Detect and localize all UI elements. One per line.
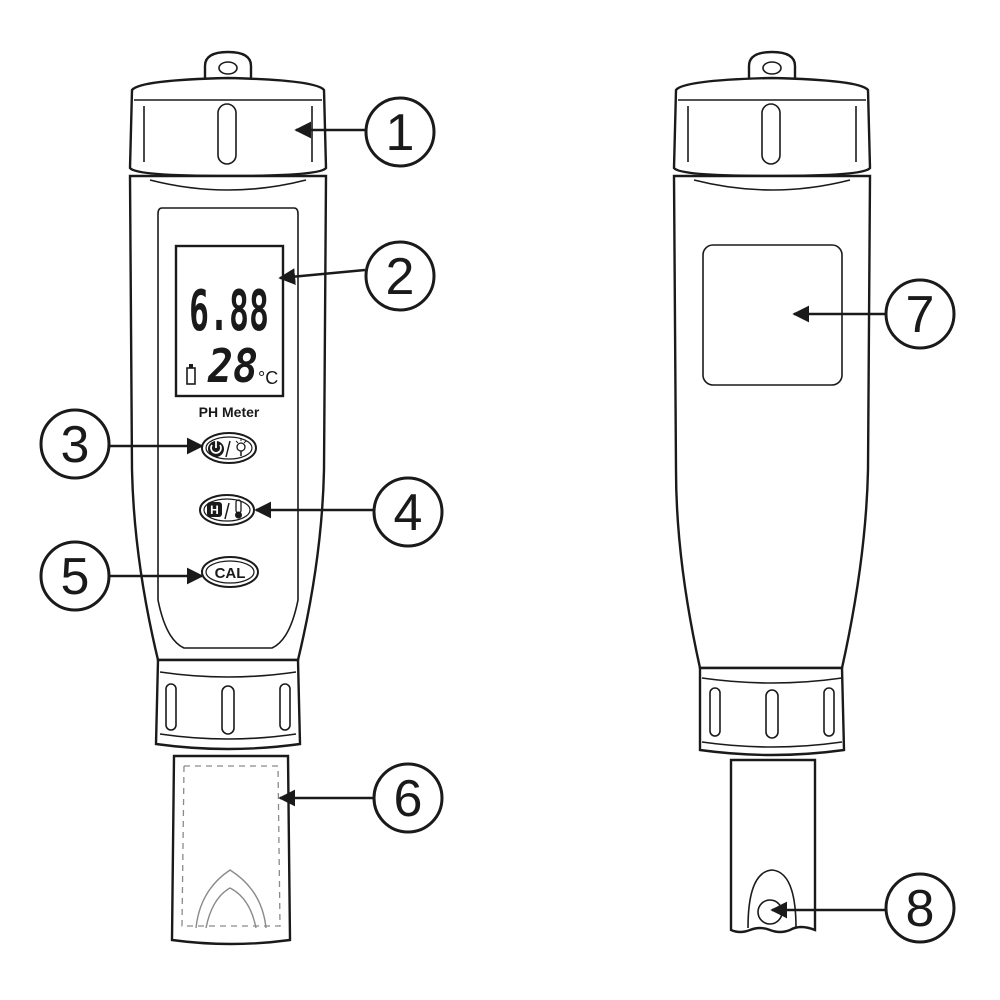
front-view: 6.88 28 °C PH Meter <box>128 50 328 946</box>
callout-1: 1 <box>364 96 436 168</box>
hold-icon: H <box>207 502 222 517</box>
cal-button[interactable]: CAL <box>201 556 259 588</box>
temperature-reading: 28 <box>207 339 258 393</box>
back-view <box>672 50 872 934</box>
callout-8: 8 <box>884 872 956 944</box>
svg-text:5: 5 <box>61 548 90 606</box>
front-hanging-loop <box>203 50 253 82</box>
callout-5: 5 <box>39 540 111 612</box>
callout-6: 6 <box>372 762 444 834</box>
svg-text:H: H <box>210 503 219 517</box>
hold-temp-button[interactable]: H <box>199 494 255 526</box>
svg-text:4: 4 <box>394 484 423 542</box>
svg-text:6: 6 <box>394 770 423 828</box>
thermometer-icon <box>235 499 242 519</box>
svg-text:7: 7 <box>906 286 935 344</box>
ph-reading: 6.88 <box>189 279 269 344</box>
callout-7: 7 <box>884 278 956 350</box>
back-hanging-loop <box>747 50 797 82</box>
callout-arrows <box>110 121 885 919</box>
front-cap <box>128 76 328 178</box>
bulb-icon <box>235 438 247 456</box>
power-light-button[interactable] <box>201 432 257 464</box>
callout-3: 3 <box>39 408 111 480</box>
svg-text:8: 8 <box>906 880 935 938</box>
svg-text:1: 1 <box>386 104 415 162</box>
back-cap <box>672 76 872 178</box>
cal-button-label: CAL <box>215 565 246 582</box>
svg-text:2: 2 <box>386 248 415 306</box>
callout-4: 4 <box>372 476 444 548</box>
front-lower-ring <box>154 658 302 751</box>
svg-text:3: 3 <box>61 416 90 474</box>
lcd-display: 6.88 28 °C <box>174 244 285 398</box>
back-lower-ring <box>698 666 846 757</box>
arrow-2 <box>278 268 366 285</box>
electrode-probe <box>729 758 817 934</box>
temperature-unit: °C <box>258 368 278 388</box>
callout-2: 2 <box>364 240 436 312</box>
device-label: PH Meter <box>199 404 260 420</box>
battery-icon <box>186 364 196 385</box>
protective-cap <box>170 754 292 946</box>
power-icon <box>208 441 224 457</box>
